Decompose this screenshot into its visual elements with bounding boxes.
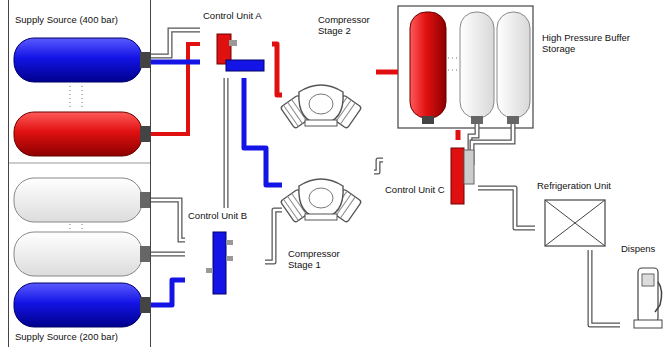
pipe-stroke bbox=[376, 70, 398, 75]
pipe-stroke bbox=[224, 78, 229, 208]
buffer-storage: High Pressure Buffer Storage bbox=[398, 6, 634, 130]
compressor: Compressor Stage 1 bbox=[282, 156, 374, 276]
pipe-stroke bbox=[151, 280, 185, 305]
pipe bbox=[151, 280, 185, 305]
node-label: High Pressure Buffer Storage bbox=[542, 32, 630, 55]
pipe-stroke bbox=[478, 188, 535, 228]
supply-panel: Supply Source (400 bar) bbox=[8, 0, 151, 163]
pipe-stroke bbox=[478, 188, 535, 228]
node-label: Supply Source (400 bar) bbox=[15, 14, 149, 25]
node-label: Refrigeration Unit bbox=[537, 180, 611, 191]
pipe-stroke bbox=[272, 44, 282, 95]
pipe bbox=[590, 250, 620, 325]
pipe-stroke bbox=[590, 250, 620, 325]
pipe-stroke bbox=[151, 60, 200, 65]
pipe bbox=[244, 78, 282, 185]
node-label: Control Unit B bbox=[188, 210, 247, 221]
pipe bbox=[376, 72, 398, 73]
control-unit: Control Unit A bbox=[200, 8, 272, 78]
control-unit: Control Unit B bbox=[185, 208, 265, 298]
node-label: Control Unit C bbox=[385, 184, 445, 195]
compressor: Compressor Stage 2 bbox=[282, 12, 376, 130]
pipe bbox=[151, 62, 200, 63]
pipe-stroke bbox=[590, 250, 620, 325]
pipe bbox=[458, 130, 459, 140]
pipe-stroke bbox=[244, 78, 282, 185]
node-label: Compressor Stage 2 bbox=[318, 14, 374, 37]
pipe-stroke bbox=[225, 78, 228, 208]
pipe-stroke bbox=[265, 210, 282, 262]
node-label: Compressor Stage 1 bbox=[288, 248, 350, 271]
pipe-stroke bbox=[374, 160, 383, 172]
node-label: Dispens bbox=[621, 243, 655, 254]
node-label: Control Unit A bbox=[203, 10, 262, 21]
pipe bbox=[226, 78, 227, 208]
refrigeration-unit: Refrigeration Unit bbox=[535, 178, 615, 250]
pipe-stroke bbox=[456, 130, 461, 140]
dispenser: Dispens bbox=[620, 243, 663, 335]
pipe bbox=[265, 210, 282, 262]
pipe bbox=[374, 160, 383, 172]
pipe bbox=[272, 44, 282, 95]
pipe-stroke bbox=[265, 210, 282, 262]
supply-panel: Supply Source (200 bar) bbox=[8, 163, 151, 347]
pipe bbox=[478, 188, 535, 228]
pipe-stroke bbox=[374, 160, 383, 172]
node-label: Supply Source (200 bar) bbox=[15, 331, 149, 342]
control-unit: Control Unit C bbox=[383, 140, 478, 210]
